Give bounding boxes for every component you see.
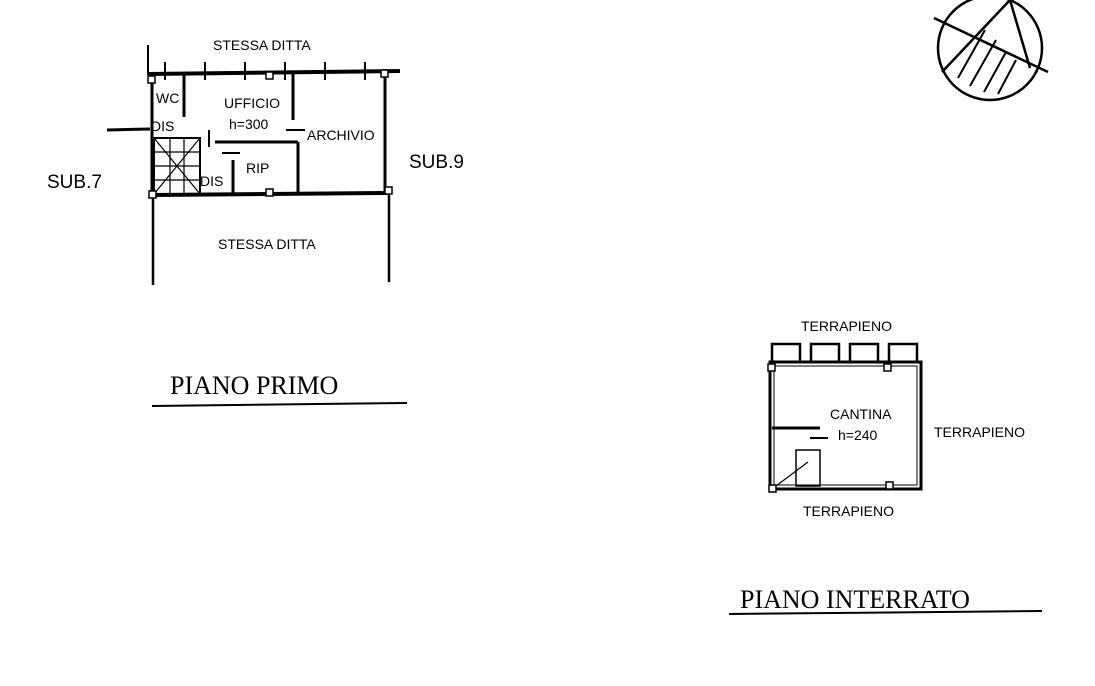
room-wc-label: WC xyxy=(156,90,179,106)
piano-interrato-title: PIANO INTERRATO xyxy=(740,585,970,614)
north-neighbor-label: STESSA DITTA xyxy=(213,37,311,53)
west-neighbor-label: SUB.7 xyxy=(47,172,102,193)
room-ufficio-height: h=300 xyxy=(229,116,269,132)
south-terrapieno-label: TERRAPIENO xyxy=(803,503,894,519)
north-terrapieno-label: TERRAPIENO xyxy=(801,318,892,334)
south-neighbor-label: STESSA DITTA xyxy=(218,236,316,252)
room-dis-upper-label: DIS xyxy=(151,118,174,134)
piano-interrato-plan: TERRAPIENO TERRAPIENO TERRAPIENO CANTINA… xyxy=(767,318,1025,519)
title-underline xyxy=(728,610,1043,615)
room-cantina-height: h=240 xyxy=(838,427,878,443)
title-underline xyxy=(151,402,408,407)
east-terrapieno-label: TERRAPIENO xyxy=(934,424,1025,440)
piano-primo-title: PIANO PRIMO xyxy=(170,371,338,400)
room-archivio-label: ARCHIVIO xyxy=(307,127,375,143)
room-dis-lower-label: DIS xyxy=(200,173,223,189)
room-cantina-label: CANTINA xyxy=(830,406,892,422)
north-arrow-icon xyxy=(933,0,1049,102)
piano-primo-plan: STESSA DITTA STESSA DITTA SUB.7 SUB.9 WC… xyxy=(47,37,464,285)
room-rip-label: RIP xyxy=(246,160,269,176)
room-ufficio-label: UFFICIO xyxy=(224,95,280,111)
east-neighbor-label: SUB.9 xyxy=(409,152,464,173)
